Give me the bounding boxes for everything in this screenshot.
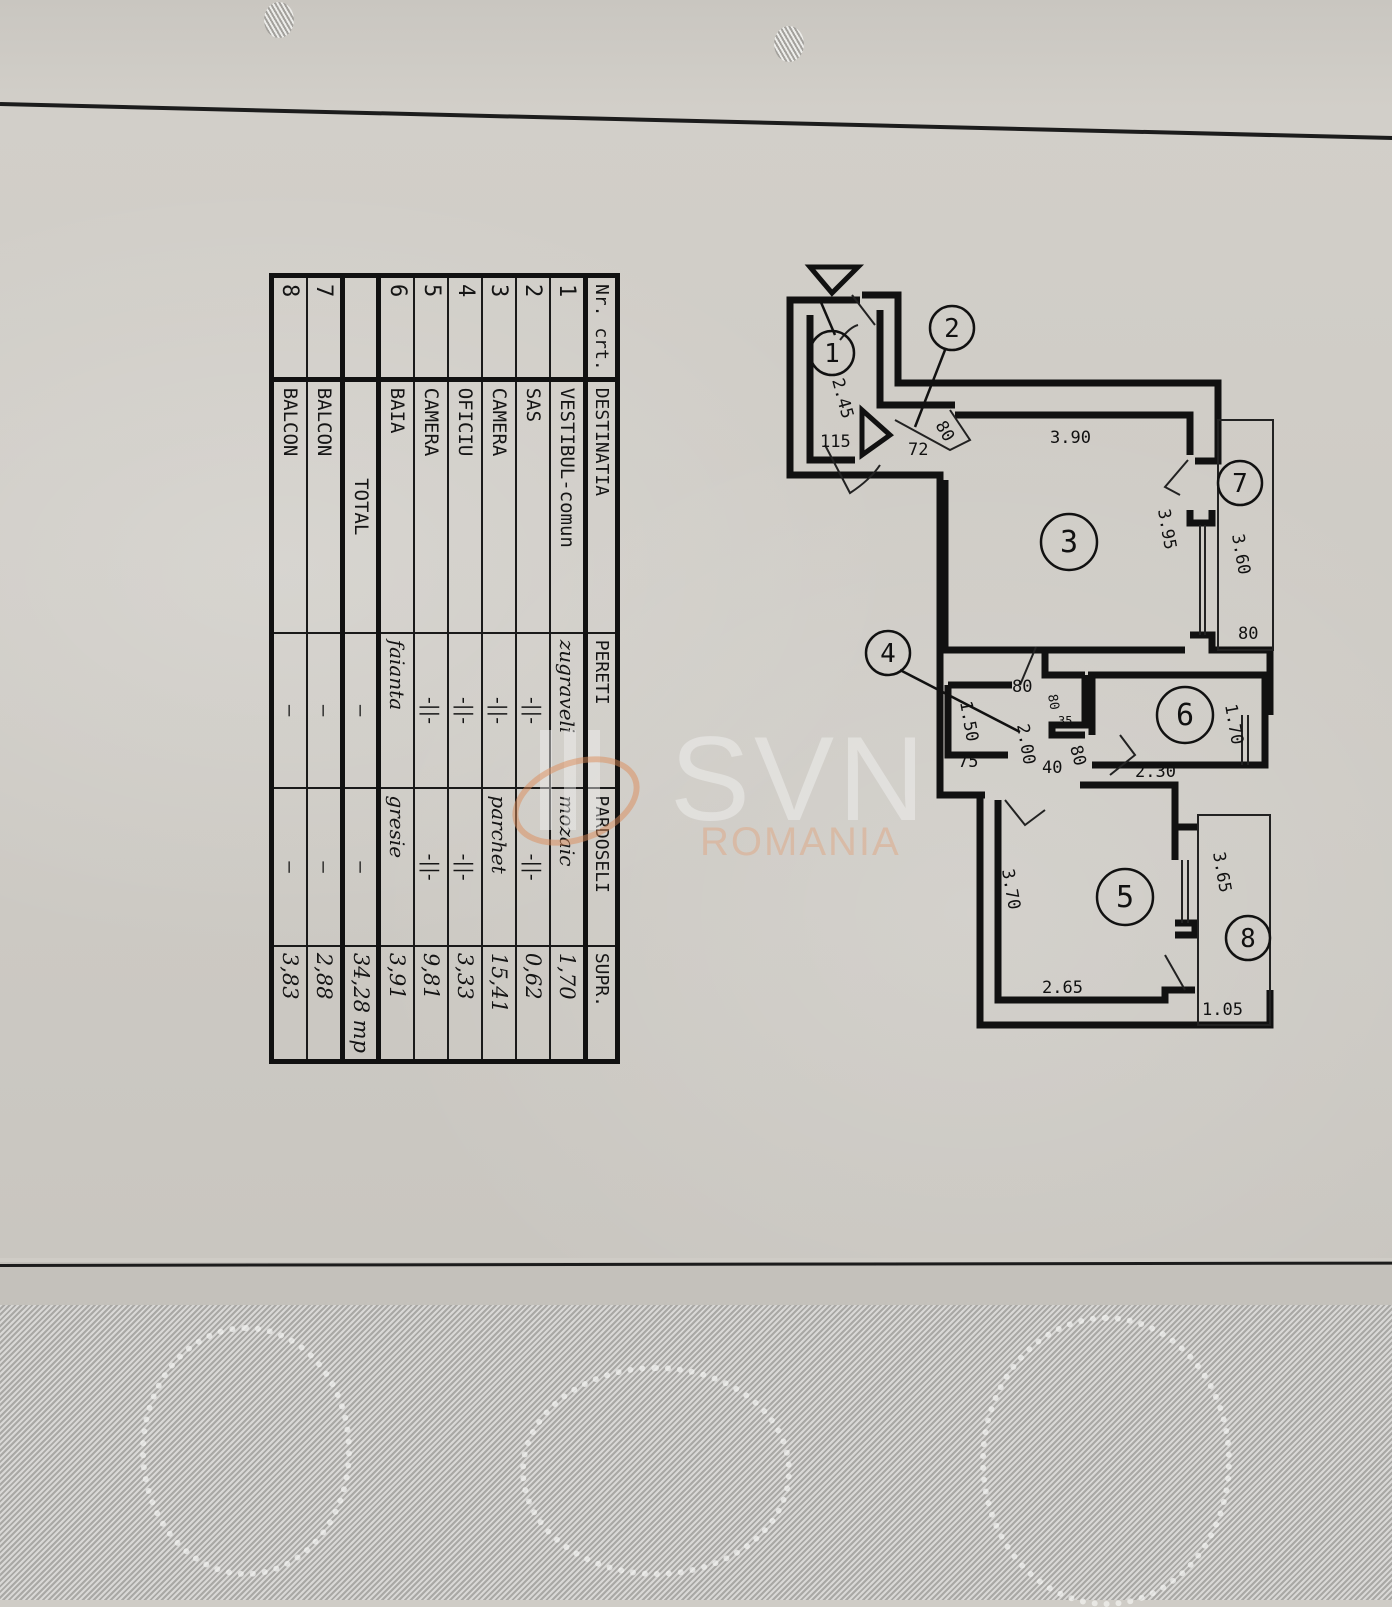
room-label-3: 3 bbox=[1060, 525, 1078, 560]
row-walls: faianta bbox=[378, 632, 415, 789]
dim-room6-width: 2.30 bbox=[1135, 762, 1176, 782]
room-label-6: 6 bbox=[1176, 698, 1194, 733]
row-floors: -||- bbox=[515, 788, 550, 946]
row-floors: -||- bbox=[448, 788, 483, 946]
tablecloth-background bbox=[0, 1305, 1392, 1607]
header-destination: DESTINATIA bbox=[585, 379, 616, 633]
row-floors: mozaic bbox=[549, 788, 586, 946]
dim-room6-length: 1.70 bbox=[1220, 702, 1247, 746]
row-nr: 6 bbox=[378, 277, 415, 380]
header-nr: Nr. crt. bbox=[585, 277, 616, 380]
row-destination: BALCON bbox=[273, 379, 307, 633]
sheet-bottom-margin bbox=[0, 1262, 1392, 1312]
row-destination: BALCON bbox=[306, 379, 343, 633]
table-row: 8 BALCON — — 3,83 bbox=[273, 277, 307, 1060]
punch-hole bbox=[264, 2, 294, 38]
floor-plan-drawing: 1 2 3 4 5 6 7 8 2.45 115 80 72 3.90 3.95… bbox=[786, 264, 1274, 1029]
table-row: 5 CAMERA -||- -||- 9,81 bbox=[414, 277, 449, 1060]
row-walls: -||- bbox=[448, 632, 483, 789]
row-nr: 4 bbox=[448, 277, 483, 380]
table-row: 3 CAMERA -||- parchet 15,41 bbox=[482, 277, 516, 1060]
room-label-2: 2 bbox=[944, 314, 960, 344]
dim-balcony7-width: 80 bbox=[1238, 624, 1258, 644]
room-schedule-table: Nr. crt. DESTINATIA PERETI PARDOSELI SUP… bbox=[270, 269, 619, 1068]
total-floors: — bbox=[342, 788, 379, 946]
row-walls: -||- bbox=[482, 632, 516, 789]
dim-room1-door: 115 bbox=[820, 432, 851, 452]
row-nr: 2 bbox=[515, 277, 550, 380]
row-walls: -||- bbox=[414, 632, 449, 789]
row-walls: — bbox=[273, 632, 307, 789]
dim-niche-b: 35 bbox=[1058, 714, 1072, 728]
room-label-4: 4 bbox=[880, 639, 896, 669]
header-floors: PARDOSELI bbox=[585, 788, 616, 946]
table-row: 7 BALCON — — 2,88 bbox=[306, 277, 343, 1060]
dim-closet-length: 1.50 bbox=[955, 699, 982, 743]
dim-room3-width: 3.90 bbox=[1050, 428, 1091, 448]
entrance-arrow-icon bbox=[804, 264, 865, 297]
row-floors: -||- bbox=[414, 788, 449, 946]
row-area: 3,33 bbox=[448, 945, 483, 1060]
row-floors: parchet bbox=[482, 788, 516, 946]
dim-room3-length: 3.95 bbox=[1153, 507, 1180, 551]
row-nr: 1 bbox=[549, 277, 586, 380]
total-area: 34,28 mp bbox=[342, 945, 379, 1060]
row-floors: — bbox=[306, 788, 343, 946]
row-floors: — bbox=[273, 788, 307, 946]
row-area: 1,70 bbox=[549, 945, 586, 1060]
row-area: 2,88 bbox=[306, 945, 343, 1060]
room-label-8: 8 bbox=[1240, 924, 1256, 954]
dim-balcony8-width: 1.05 bbox=[1202, 1000, 1243, 1020]
total-label: TOTAL bbox=[342, 379, 379, 633]
dim-balcony7-length: 3.60 bbox=[1227, 532, 1254, 576]
row-area: 3,91 bbox=[378, 945, 415, 1060]
table-row: 6 BAIA faianta gresie 3,91 bbox=[378, 277, 415, 1060]
row-area: 0,62 bbox=[515, 945, 550, 1060]
row-destination: CAMERA bbox=[414, 379, 449, 633]
row-walls: — bbox=[306, 632, 343, 789]
row-destination: VESTIBUL-comun bbox=[549, 379, 586, 633]
row-nr: 7 bbox=[306, 277, 343, 380]
table-header-row: Nr. crt. DESTINATIA PERETI PARDOSELI SUP… bbox=[585, 277, 616, 1060]
table-row: 4 OFICIU -||- -||- 3,33 bbox=[448, 277, 483, 1060]
row-destination: BAIA bbox=[378, 379, 415, 633]
row-nr: 8 bbox=[273, 277, 307, 380]
total-walls: — bbox=[342, 632, 379, 789]
dim-room2-door-b: 72 bbox=[908, 440, 928, 460]
row-walls: zugraveli bbox=[549, 632, 586, 789]
row-walls: -||- bbox=[515, 632, 550, 789]
row-destination: SAS bbox=[515, 379, 550, 633]
previous-sheet-edge bbox=[0, 0, 1392, 120]
dim-room1-length: 2.45 bbox=[827, 376, 857, 421]
dim-niche-a: 80 bbox=[1044, 693, 1061, 711]
header-area: SUPR. bbox=[585, 945, 616, 1060]
row-floors: gresie bbox=[378, 788, 415, 946]
punch-hole bbox=[774, 26, 804, 62]
room-label-5: 5 bbox=[1116, 880, 1134, 915]
total-nr bbox=[342, 277, 379, 380]
row-nr: 5 bbox=[414, 277, 449, 380]
floor-plan-sheet bbox=[0, 108, 1392, 1258]
table-row: 2 SAS -||- -||- 0,62 bbox=[515, 277, 550, 1060]
entrance-arrow-icon bbox=[859, 404, 894, 460]
row-destination: OFICIU bbox=[448, 379, 483, 633]
dim-room4-length: 2.00 bbox=[1012, 722, 1039, 766]
dim-bath-door: 80 bbox=[1065, 743, 1090, 768]
dim-balcony8-length: 3.65 bbox=[1208, 850, 1235, 894]
row-nr: 3 bbox=[482, 277, 516, 380]
row-area: 3,83 bbox=[273, 945, 307, 1060]
header-walls: PERETI bbox=[585, 632, 616, 789]
dim-room4-door: 80 bbox=[1012, 677, 1032, 697]
room-label-1: 1 bbox=[824, 339, 840, 369]
room-label-7: 7 bbox=[1232, 469, 1248, 499]
row-area: 9,81 bbox=[414, 945, 449, 1060]
table-row: 1 VESTIBUL-comun zugraveli mozaic 1,70 bbox=[549, 277, 586, 1060]
dim-room5-width: 2.65 bbox=[1042, 978, 1083, 998]
row-area: 15,41 bbox=[482, 945, 516, 1060]
dim-room4-width: 40 bbox=[1042, 758, 1062, 778]
row-destination: CAMERA bbox=[482, 379, 516, 633]
table-total-row: TOTAL — — 34,28 mp bbox=[342, 277, 379, 1060]
dim-closet-width: 75 bbox=[958, 752, 978, 772]
